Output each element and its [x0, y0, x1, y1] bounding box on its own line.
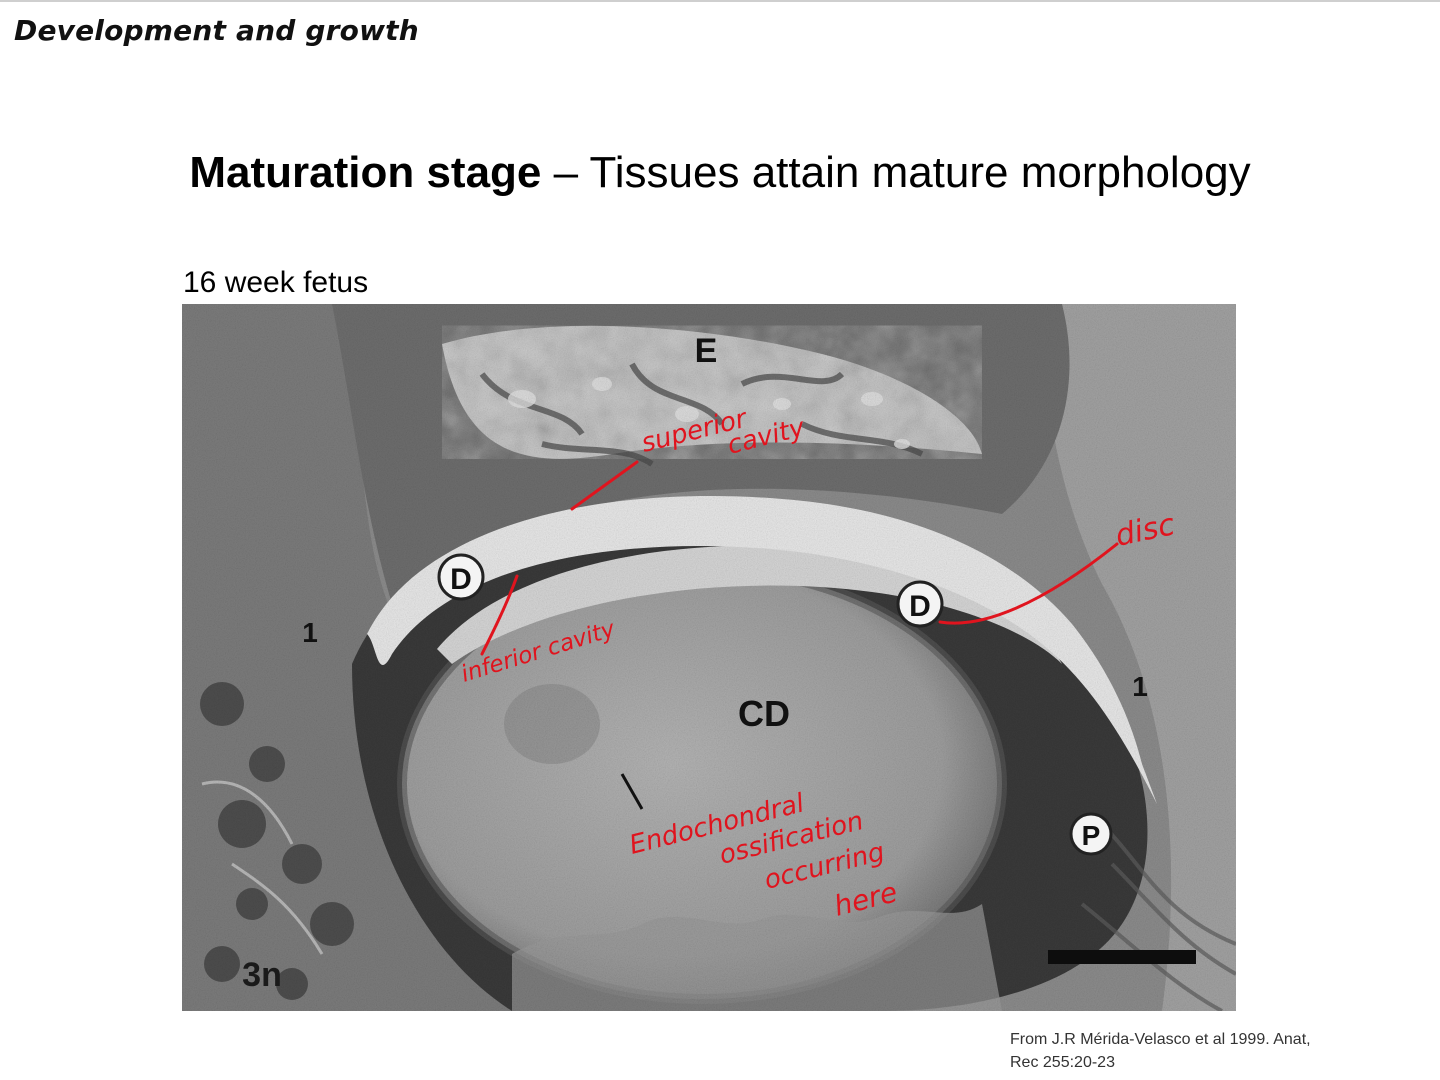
label-d-left: D [450, 563, 472, 596]
slide-title-bold: Maturation stage [189, 148, 542, 197]
histology-image: E D D CD P 1 1 3n superior cavity inferi… [182, 304, 1236, 1011]
label-circle-d-right [896, 580, 944, 628]
annotation-strokes [480, 460, 1119, 656]
citation-line-2: Rec 255:20-23 [1010, 1054, 1115, 1071]
citation-line-1: From J.R Mérida-Velasco et al 1999. Anat… [1010, 1031, 1311, 1048]
label-circle-p [1069, 812, 1113, 856]
citation: From J.R Mérida-Velasco et al 1999. Anat… [1010, 1028, 1410, 1074]
slide-title: Maturation stage – Tissues attain mature… [0, 148, 1440, 198]
label-p: P [1082, 820, 1101, 851]
label-1-right: 1 [1132, 671, 1148, 702]
histology-figure: E D D CD P 1 1 3n superior cavity inferi… [182, 304, 1236, 1011]
label-1-left: 1 [302, 617, 318, 648]
label-3n: 3n [242, 956, 282, 994]
top-rule [0, 0, 1440, 2]
label-circle-d-left [437, 553, 485, 601]
section-header: Development and growth [14, 14, 419, 47]
label-cd: CD [738, 693, 790, 734]
scale-bar [1048, 950, 1196, 964]
figure-caption: 16 week fetus [183, 266, 369, 299]
slide-title-rest: – Tissues attain mature morphology [541, 148, 1251, 197]
label-d-right: D [909, 590, 931, 623]
label-e: E [695, 332, 718, 370]
arrow-marker [620, 773, 644, 810]
